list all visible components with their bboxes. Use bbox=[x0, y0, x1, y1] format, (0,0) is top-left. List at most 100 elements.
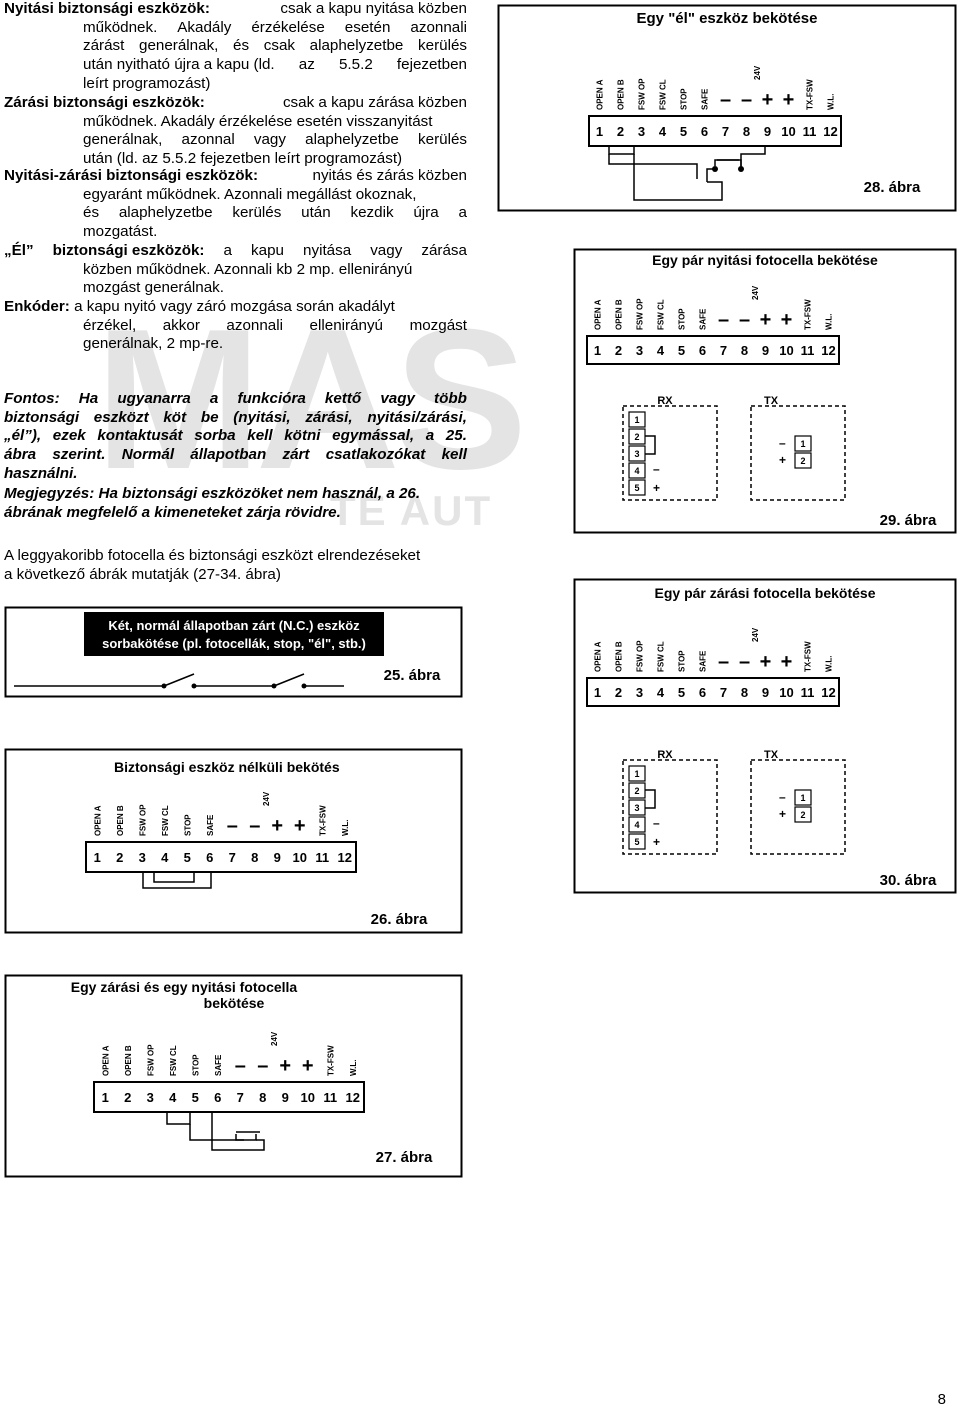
terminal-label: FSW OP bbox=[146, 1044, 155, 1076]
tx-plus: + bbox=[779, 453, 786, 467]
terminal-label: STOP bbox=[678, 650, 687, 672]
line: Zárási biztonsági eszközök:csak a kapu z… bbox=[4, 94, 467, 111]
terminal-label: OPEN A bbox=[93, 805, 102, 836]
terminal-label: STOP bbox=[183, 814, 192, 836]
figure-29-title: Egy pár nyitási fotocella bekötése bbox=[652, 252, 878, 268]
terminal-voltage: 24V bbox=[753, 65, 762, 80]
figure-30-caption: 30. ábra bbox=[880, 872, 937, 889]
terminal-number: 9 bbox=[762, 685, 769, 700]
rx-plus: + bbox=[653, 835, 660, 849]
figure-30-title: Egy pár zárási fotocella bekötése bbox=[655, 585, 876, 601]
terminal-number: 12 bbox=[346, 1090, 360, 1105]
terminal-label: – bbox=[739, 651, 750, 673]
line: használni. bbox=[4, 464, 78, 482]
terminal-label: FSW CL bbox=[657, 641, 666, 672]
terminal-label: + bbox=[271, 815, 283, 837]
line: generálnak, 2 mp-re. bbox=[83, 335, 224, 353]
rx-plus: + bbox=[653, 481, 660, 495]
figure-28-caption: 28. ábra bbox=[864, 179, 921, 196]
terminal-label: OPEN B bbox=[617, 79, 626, 110]
terminal-number: 3 bbox=[139, 850, 146, 865]
terminal-number: 3 bbox=[147, 1090, 154, 1105]
terminal-label: W.L. bbox=[341, 820, 350, 836]
paragraph-open-close-safety: Nyitási-zárási biztonsági eszközök:nyitá… bbox=[4, 167, 467, 242]
terminal-number: 2 bbox=[617, 124, 624, 139]
tx-terminal: 2 bbox=[800, 810, 805, 820]
terminal-label: FSW OP bbox=[636, 298, 645, 330]
figure-26-caption: 26. ábra bbox=[371, 911, 428, 928]
terminal-number: 5 bbox=[678, 343, 685, 358]
terminal-label: FSW CL bbox=[161, 805, 170, 836]
terminal-label: SAFE bbox=[206, 814, 215, 836]
rx-terminal: 3 bbox=[634, 449, 639, 459]
terminal-number: 6 bbox=[206, 850, 213, 865]
rx-terminal: 3 bbox=[634, 803, 639, 813]
rx-terminal: 1 bbox=[634, 415, 639, 425]
terminal-label: + bbox=[762, 89, 774, 111]
terminal-label: TX-FSW bbox=[804, 299, 813, 330]
terminal-label: FSW CL bbox=[169, 1045, 178, 1076]
terminal-number: 1 bbox=[596, 124, 603, 139]
intro-paragraph: A leggyakoribb fotocella és biztonsági e… bbox=[4, 547, 467, 584]
terminal-number: 9 bbox=[274, 850, 281, 865]
terminal-label: – bbox=[718, 651, 729, 673]
terminal-label: + bbox=[760, 651, 772, 673]
figure-27-title-line2: bekötése bbox=[204, 995, 265, 1011]
terminal-number: 11 bbox=[803, 124, 817, 139]
rx-minus: – bbox=[653, 462, 660, 476]
terminal-label: – bbox=[249, 815, 260, 837]
rx-terminal: 1 bbox=[634, 769, 639, 779]
terminal-number: 10 bbox=[301, 1090, 315, 1105]
line: után (ld. az 5.5.2 fejezetben leírt prog… bbox=[83, 150, 403, 168]
line: Megjegyzés: Ha biztonsági eszközöket nem… bbox=[4, 485, 421, 502]
terminal-number: 7 bbox=[720, 343, 727, 358]
tx-label: TX bbox=[764, 749, 779, 761]
tx-terminal: 1 bbox=[800, 793, 805, 803]
figure-29: Egy pár nyitási fotocella bekötése 1 OPEN… bbox=[573, 248, 957, 534]
terminal-number: 12 bbox=[821, 343, 835, 358]
terminal-label: – bbox=[720, 89, 731, 111]
terminal-label: OPEN A bbox=[594, 641, 603, 672]
terminal-number: 12 bbox=[823, 124, 837, 139]
paragraph-encoder: Enkóder: a kapu nyitó vagy záró mozgása … bbox=[4, 298, 467, 354]
terminal-label: OPEN B bbox=[615, 641, 624, 672]
terminal-voltage: 24V bbox=[751, 285, 760, 300]
paragraph-opening-safety: Nyitási biztonsági eszközök: csak a kapu… bbox=[4, 0, 467, 94]
terminal-number: 12 bbox=[338, 850, 352, 865]
terminal-number: 10 bbox=[781, 124, 795, 139]
terminal-label: TX-FSW bbox=[326, 1045, 335, 1076]
terminal-number: 8 bbox=[259, 1090, 266, 1105]
terminal-number: 6 bbox=[214, 1090, 221, 1105]
figure-30: Egy pár zárási fotocella bekötése 1 OPEN … bbox=[573, 578, 957, 894]
terminal-number: 3 bbox=[636, 343, 643, 358]
terminal-label: SAFE bbox=[214, 1054, 223, 1076]
terminal-number: 10 bbox=[293, 850, 307, 865]
terminal-number: 11 bbox=[801, 685, 815, 700]
terminal-label: + bbox=[781, 651, 793, 673]
terminal-label: – bbox=[227, 815, 238, 837]
terminal-label: OPEN B bbox=[615, 299, 624, 330]
terminal-number: 3 bbox=[638, 124, 645, 139]
terminal-number: 8 bbox=[251, 850, 258, 865]
figure-27-title-line1: Egy zárási és egy nyitási fotocella bbox=[71, 979, 298, 995]
terminal-label: STOP bbox=[680, 88, 689, 110]
line: a következő ábrák mutatják (27-34. ábra) bbox=[4, 565, 281, 583]
terminal-number: 5 bbox=[184, 850, 191, 865]
tx-terminal: 2 bbox=[800, 456, 805, 466]
terminal-number: 2 bbox=[615, 343, 622, 358]
terminal-label: – bbox=[718, 309, 729, 331]
terminal-number: 9 bbox=[762, 343, 769, 358]
rx-terminal: 5 bbox=[634, 483, 639, 493]
line: mozgatást. bbox=[83, 223, 158, 241]
terminal-label: TX-FSW bbox=[804, 641, 813, 672]
terminal-number: 5 bbox=[680, 124, 687, 139]
